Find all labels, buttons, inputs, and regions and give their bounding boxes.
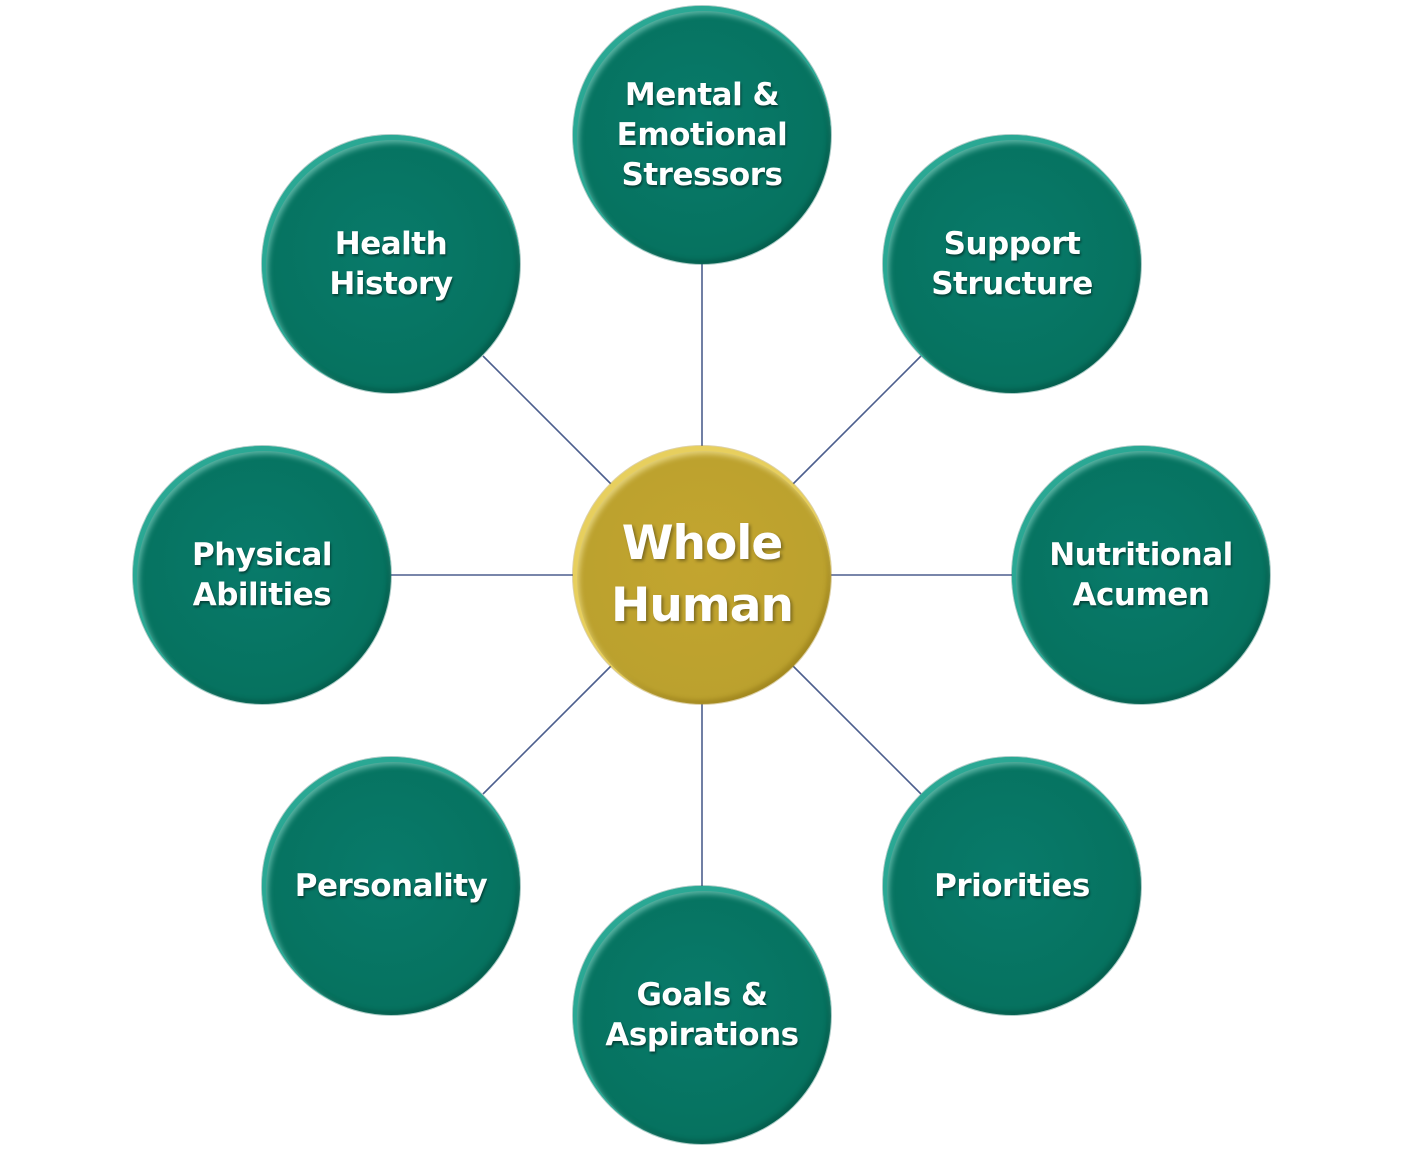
connector-health-history [482, 355, 612, 485]
node-goals-aspirations: Goals & Aspirations [573, 886, 831, 1144]
node-label: Priorities [934, 868, 1090, 904]
node-label: Goals & Aspirations [605, 977, 799, 1053]
node-health-history: Health History [262, 135, 520, 393]
node-nutritional-acumen: Nutritional Acumen [1012, 446, 1270, 704]
node-label: Mental & Emotional Stressors [616, 77, 788, 193]
connector-support-structure [792, 355, 922, 485]
node-personality: Personality [262, 757, 520, 1015]
node-mental-emotional-stressors: Mental & Emotional Stressors [573, 6, 831, 264]
node-priorities: Priorities [883, 757, 1141, 1015]
node-label: Health History [329, 226, 453, 302]
node-physical-abilities: Physical Abilities [133, 446, 391, 704]
node-label: Nutritional Acumen [1049, 537, 1233, 613]
connector-personality [482, 665, 612, 795]
connector-priorities [792, 665, 922, 795]
hub-label: Whole Human [611, 516, 794, 633]
hub-whole-human: Whole Human [573, 446, 831, 704]
node-support-structure: Support Structure [883, 135, 1141, 393]
node-label: Support Structure [931, 226, 1093, 302]
node-label: Personality [294, 868, 488, 904]
node-label: Physical Abilities [192, 537, 333, 613]
